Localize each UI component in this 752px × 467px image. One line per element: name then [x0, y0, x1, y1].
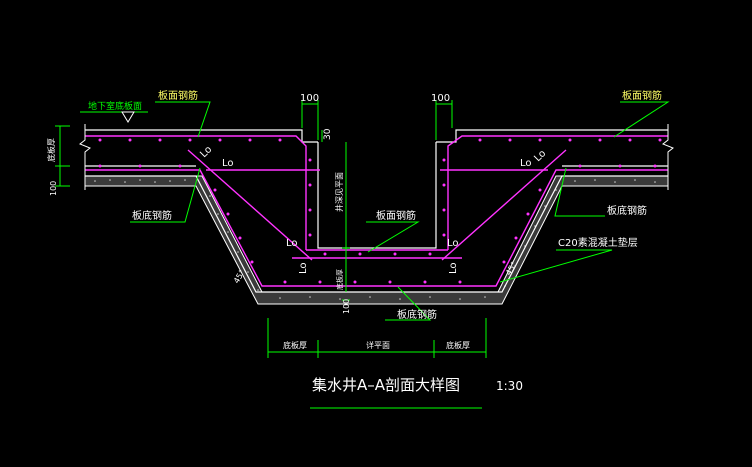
anchorage-lo-6: Lo	[447, 238, 459, 249]
drawing-scale: 1:30	[496, 379, 523, 393]
label-pit-depth: 井深见平面	[334, 172, 344, 212]
anchorage-lo-1: Lo	[198, 144, 214, 160]
anchorage-lo-7: Lo	[298, 262, 309, 274]
dim-step-30: 30	[323, 128, 333, 140]
dim-right-100: 100	[431, 93, 450, 104]
anchorage-lo-8: Lo	[448, 262, 459, 274]
label-top-right-rebar: 板面钢筋	[622, 89, 662, 102]
leader-lines	[55, 100, 670, 409]
bottom-dim-right: 底板厚	[446, 340, 470, 350]
dim-side-100: 100	[49, 181, 58, 196]
dim-bottom-100: 100	[342, 299, 351, 314]
label-top-left-rebar: 板面钢筋	[158, 89, 198, 102]
label-bottom-right-rebar: 板底钢筋	[607, 204, 647, 217]
anchorage-lo-5: Lo	[286, 238, 298, 249]
rebar-dots	[98, 138, 662, 284]
dim-left-100: 100	[300, 93, 319, 104]
floor-level-marker	[121, 111, 135, 123]
drawing-title: 集水井A–A剖面大样图	[312, 376, 460, 394]
label-bottom-left-rebar: 板底钢筋	[132, 209, 172, 222]
bottom-dim-mid: 详平面	[366, 340, 390, 350]
anchorage-lo-4: Lo	[532, 148, 548, 164]
label-pit-bottom-thickness: 底板厚	[335, 269, 344, 290]
label-pit-bottom-rebar: 板底钢筋	[397, 308, 437, 321]
anchorage-lo-3: Lo	[520, 158, 532, 169]
bottom-dim-left: 底板厚	[283, 340, 307, 350]
rebar	[85, 135, 668, 287]
label-slab-thickness: 底板厚	[46, 138, 56, 162]
break-lines	[79, 124, 674, 190]
label-basement-floor: 地下室底板面	[88, 100, 142, 112]
anchorage-lo-2: Lo	[222, 158, 234, 169]
label-cushion: C20素混凝土垫层	[558, 236, 638, 249]
label-pit-top-rebar: 板面钢筋	[376, 209, 416, 222]
